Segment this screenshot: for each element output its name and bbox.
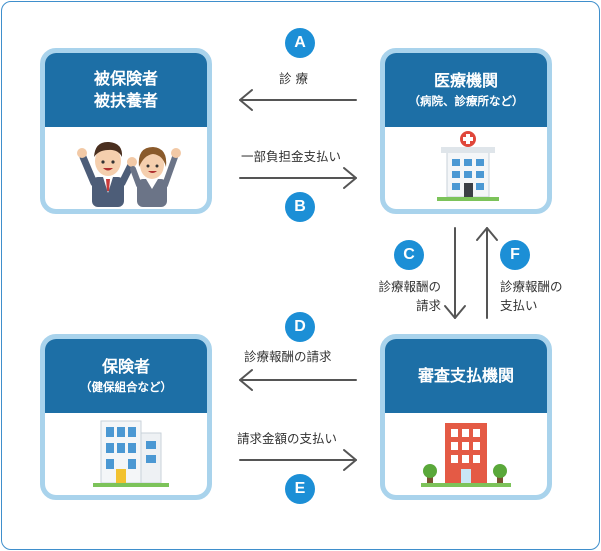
- box-medical-title: 医療機関: [433, 71, 498, 90]
- label-c-line1: 診療報酬の: [378, 279, 441, 294]
- label-f-line2: 支払い: [500, 298, 538, 313]
- label-c-line2: 請求: [415, 298, 441, 313]
- box-insurer-subtitle: （健保組合など）: [80, 380, 172, 394]
- box-medical-header: 医療機関 （病院、診療所など）: [385, 53, 547, 127]
- label-f-line1: 診療報酬の: [500, 279, 563, 294]
- badge-d: D: [285, 312, 315, 342]
- label-a: 診 療: [279, 71, 308, 86]
- people-illustration: [45, 127, 207, 209]
- label-c: 診療報酬の 請求: [375, 276, 441, 314]
- arrow-a: [239, 89, 357, 111]
- red-building-icon: [421, 423, 511, 487]
- box-review-title: 審査支払機関: [417, 366, 514, 385]
- box-medical: 医療機関 （病院、診療所など）: [380, 48, 552, 214]
- arrow-d: [239, 369, 357, 391]
- box-insurer-title: 保険者: [101, 357, 150, 376]
- badge-c: C: [394, 240, 424, 270]
- cheering-people-icon: [77, 141, 181, 207]
- box-insurer: 保険者 （健保組合など）: [40, 334, 212, 500]
- arrow-e: [239, 449, 357, 471]
- hospital-illustration: [385, 127, 547, 209]
- box-review-header: 審査支払機関: [385, 339, 547, 413]
- label-f: 診療報酬の 支払い: [500, 276, 563, 314]
- badge-f: F: [500, 240, 530, 270]
- box-review: 審査支払機関: [380, 334, 552, 500]
- label-b: 一部負担金支払い: [241, 149, 342, 164]
- red-building-illustration: [385, 413, 547, 495]
- box-insured-title2: 被扶養者: [93, 91, 158, 110]
- label-d: 診療報酬の請求: [244, 349, 332, 364]
- badge-a: A: [285, 28, 315, 58]
- label-e: 請求金額の支払い: [237, 431, 338, 446]
- arrow-c: [444, 227, 466, 319]
- box-insured-title1: 被保険者: [93, 69, 158, 88]
- box-insured-header: 被保険者 被扶養者: [45, 53, 207, 127]
- box-insurer-header: 保険者 （健保組合など）: [45, 339, 207, 413]
- box-medical-subtitle: （病院、診療所など）: [408, 94, 524, 108]
- office-illustration: [45, 413, 207, 495]
- hospital-icon: [437, 131, 499, 201]
- arrow-f: [476, 227, 498, 319]
- box-insured: 被保険者 被扶養者: [40, 48, 212, 214]
- arrow-b: [239, 167, 357, 189]
- office-building-icon: [93, 420, 169, 487]
- badge-b: B: [285, 192, 315, 222]
- badge-e: E: [285, 474, 315, 504]
